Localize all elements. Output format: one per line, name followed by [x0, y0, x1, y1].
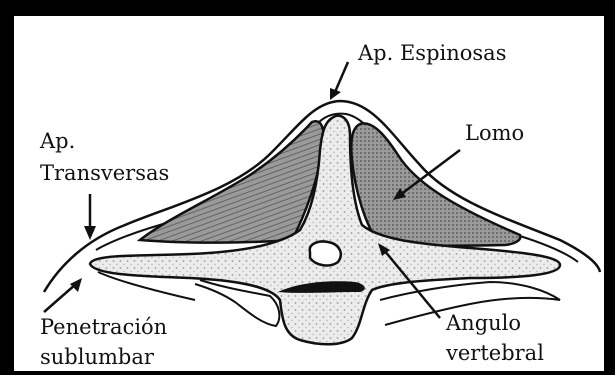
- label-penetration-line1: Penetración: [40, 315, 167, 339]
- label-transverse-line2: Transversas: [40, 161, 169, 185]
- label-angle-line1: Angulo: [445, 311, 521, 335]
- spinal-canal: [310, 241, 341, 265]
- label-loin: Lomo: [465, 121, 524, 145]
- label-transverse-line1: Ap.: [39, 129, 75, 153]
- label-angle-line2: vertebral: [445, 341, 544, 365]
- label-spinous: Ap. Espinosas: [357, 41, 506, 65]
- label-penetration-line2: sublumbar: [40, 345, 155, 369]
